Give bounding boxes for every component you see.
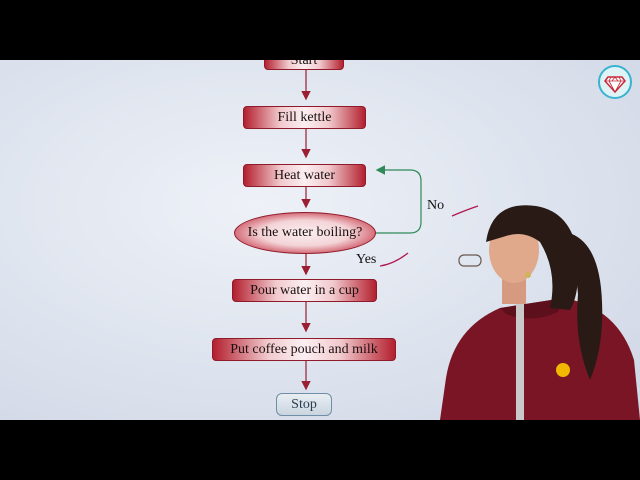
- decision-label: Is the water boiling?: [247, 225, 363, 240]
- pour-water-box: Pour water in a cup: [232, 279, 377, 302]
- pour-water-label: Pour water in a cup: [250, 282, 359, 298]
- heat-water-label: Heat water: [273, 167, 336, 183]
- coffee-label: Put coffee pouch and milk: [230, 341, 378, 357]
- presenter: [440, 205, 640, 420]
- fill-kettle-box: Fill kettle: [243, 106, 366, 129]
- start-label: Start: [290, 60, 318, 68]
- decision-node: Is the water boiling?: [234, 212, 376, 254]
- slide-area: Start Fill kettle Heat water Is the wate…: [0, 60, 640, 420]
- letterbox-bottom: [0, 420, 640, 480]
- heat-water-box: Heat water: [243, 164, 366, 187]
- connectors: [301, 70, 479, 391]
- diamond-logo-icon: [598, 65, 632, 99]
- stop-label: Stop: [291, 396, 317, 412]
- yes-annotation-stroke: [379, 252, 409, 267]
- start-box: Start: [264, 60, 344, 70]
- yes-label: Yes: [356, 252, 377, 267]
- no-label: No: [427, 198, 445, 213]
- coffee-box: Put coffee pouch and milk: [212, 338, 396, 361]
- letterbox-top: [0, 0, 640, 60]
- fill-kettle-label: Fill kettle: [277, 109, 332, 125]
- no-annotation-stroke: [451, 205, 479, 217]
- no-loop-arrow: [375, 165, 422, 234]
- stop-box: Stop: [276, 393, 332, 416]
